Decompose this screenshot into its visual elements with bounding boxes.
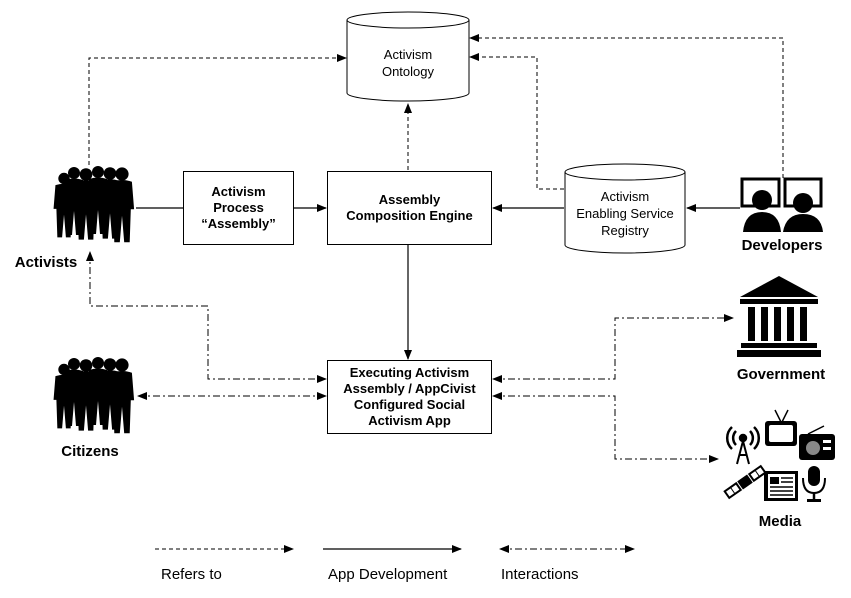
developers-to-ontology-arrow [469,34,784,178]
ontology-line-1: Activism [383,47,433,62]
ontology-label: Activism Ontology [348,46,468,80]
app-line-4: Activism App [368,413,451,428]
process-line-2: Process [213,200,264,215]
app-line-1: Executing Activism [349,365,470,380]
registry-line-3: Registry [601,223,649,238]
registry-line-2: Enabling Service [576,206,674,221]
app-government-interaction [492,314,734,383]
registry-database [564,163,686,254]
activists-label: Activists [14,254,78,271]
registry-line-1: Activism [600,189,650,204]
registry-label: Activism Enabling Service Registry [560,188,690,239]
newspaper-icon [764,471,798,501]
app-line-3: Configured Social [353,397,466,412]
app-media-interaction [492,392,719,463]
citizens-people-icon [53,357,135,434]
legend-refers-to-label: Refers to [161,566,222,583]
legend-interactions-label: Interactions [501,566,579,583]
process-box: Activism Process “Assembly” [183,171,294,245]
app-development-arrows [136,204,740,360]
engine-line-1: Assembly [378,192,441,207]
process-line-1: Activism [211,184,266,199]
activists-to-ontology-arrow [88,54,347,165]
activists-app-interaction [86,251,327,383]
app-line-2: Assembly / AppCivist [343,381,476,396]
antenna-icon [725,426,761,465]
ontology-database [346,11,470,102]
citizens-label: Citizens [61,443,119,460]
media-label: Media [758,513,802,530]
app-box: Executing Activism Assembly / AppCivist … [327,360,492,434]
developers-icon [740,177,823,232]
registry-to-ontology-arrow [469,53,564,190]
government-label: Government [736,366,826,383]
composition-engine-box: Assembly Composition Engine [327,171,492,245]
refers-to-arrows [88,34,784,190]
ontology-line-2: Ontology [381,64,435,79]
developers-label: Developers [741,237,823,254]
legend-app-development-label: App Development [328,566,448,583]
radio-icon [799,425,835,460]
process-line-3: “Assembly” [201,216,276,231]
activists-people-icon [53,166,135,243]
tv-icon [765,409,797,446]
satellite-icon [723,464,767,500]
microphone-icon [802,466,826,502]
government-building-icon [737,276,821,357]
engine-line-2: Composition Engine [346,208,473,223]
interaction-arrows [86,251,734,463]
